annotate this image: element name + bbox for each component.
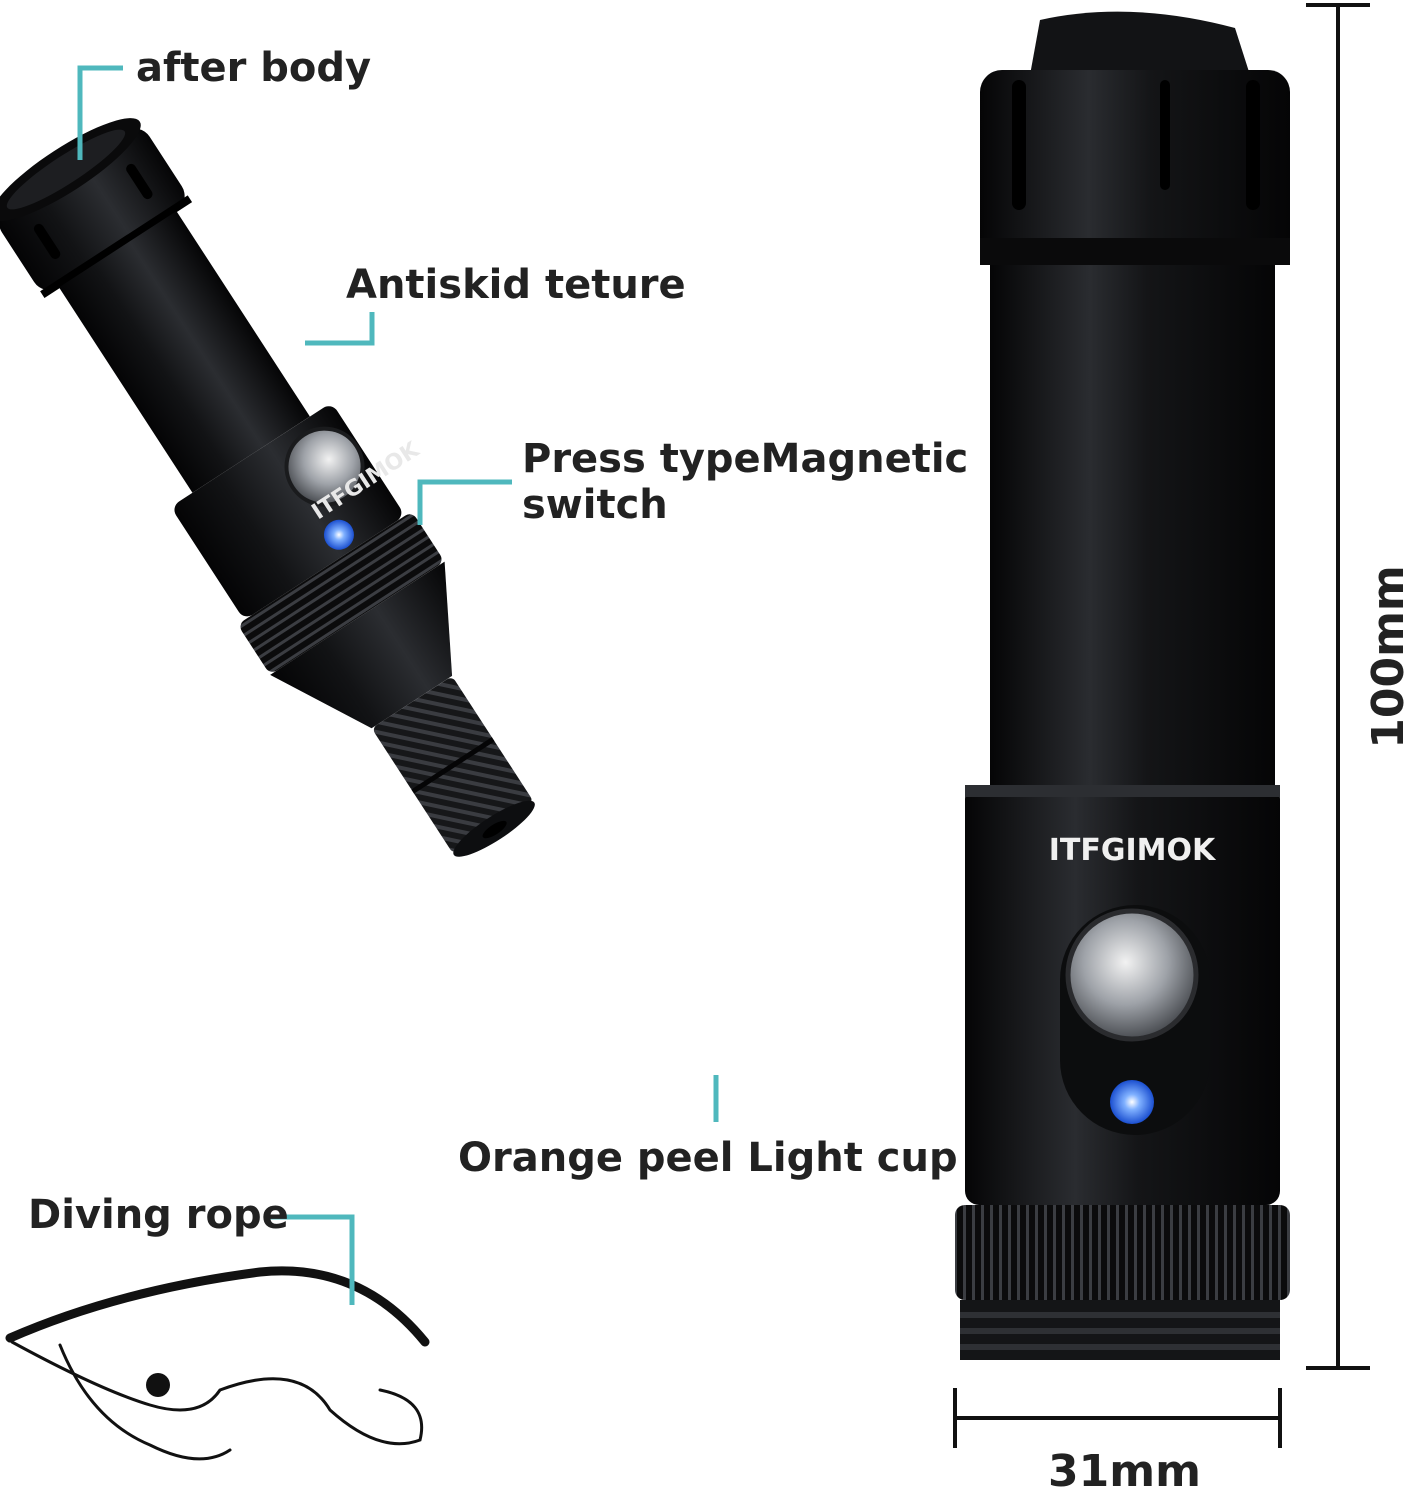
- dimension-lines: [953, 3, 1370, 1448]
- label-diving-rope: Diving rope: [28, 1192, 289, 1238]
- tail-cap-top: [1030, 11, 1250, 75]
- magnetic-switch: [1065, 908, 1199, 1042]
- knurled-bezel: [955, 1205, 1290, 1300]
- cone: [270, 561, 453, 729]
- height-label: 100mm: [1363, 565, 1410, 749]
- tail-cap: [0, 128, 185, 291]
- width-label: 31mm: [1048, 1446, 1201, 1497]
- label-switch-line2: switch: [522, 482, 668, 528]
- knurled-ring: [240, 514, 442, 672]
- callout-leaders: [77, 65, 719, 1305]
- main-tube: [990, 265, 1275, 785]
- tail-cap: [980, 70, 1290, 265]
- leader-switch: [417, 479, 512, 525]
- label-light-cup: Orange peel Light cup: [458, 1135, 958, 1181]
- leader-rope: [270, 1214, 355, 1305]
- label-switch: Press typeMagnetic switch: [522, 436, 968, 528]
- blue-led: [323, 519, 354, 550]
- tilted-flashlight: [0, 118, 535, 857]
- upright-flashlight: [955, 11, 1290, 1360]
- leader-after-body: [77, 65, 123, 160]
- magnetic-switch: [284, 426, 365, 507]
- blue-led: [1110, 1080, 1154, 1124]
- diving-rope: [5, 1266, 430, 1461]
- upright-brand-text: ITFGIMOK: [1049, 833, 1217, 868]
- main-tube: [59, 211, 310, 493]
- label-antiskid-texture: Antiskid teture: [346, 262, 686, 308]
- leader-antiskid: [305, 312, 375, 346]
- label-after-body: after body: [136, 45, 372, 91]
- label-switch-line1: Press typeMagnetic: [522, 436, 969, 482]
